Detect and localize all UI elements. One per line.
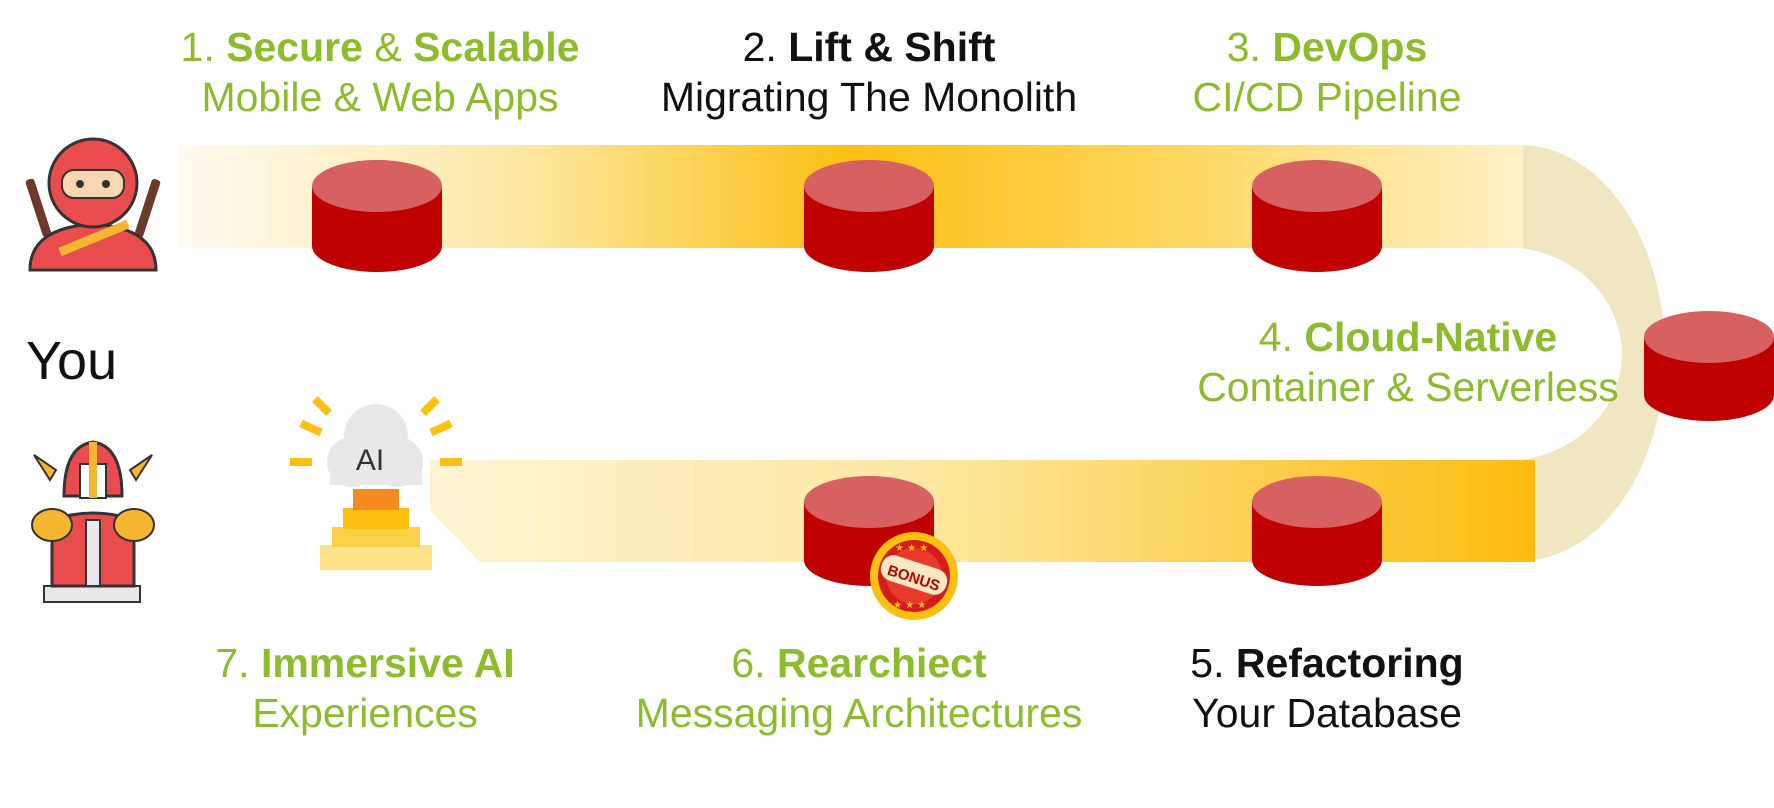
step-1-title-joiner: & — [374, 24, 402, 70]
step-3-subtitle: CI/CD Pipeline — [1192, 74, 1462, 121]
step-7-title: Immersive AI — [260, 640, 515, 686]
step-1-label: 1. Secure & Scalable Mobile & Web Apps — [130, 22, 630, 122]
ai-rays — [290, 396, 462, 466]
step-3-label: 3. DevOps CI/CD Pipeline — [1117, 22, 1537, 122]
step-6-subtitle: Messaging Architectures — [635, 690, 1083, 737]
step-2-number: 2. — [742, 24, 777, 70]
stop-3-cylinder — [1252, 160, 1382, 272]
stop-1-cylinder — [312, 160, 442, 272]
step-5-title: Refactoring — [1235, 640, 1464, 686]
step-3-number: 3. — [1226, 24, 1261, 70]
step-1-subtitle: Mobile & Web Apps — [201, 74, 559, 121]
you-label: You — [26, 331, 118, 391]
step-4-subtitle: Container & Serverless — [1197, 364, 1619, 411]
step-7-number: 7. — [215, 640, 250, 686]
step-2-label: 2. Lift & Shift Migrating The Monolith — [609, 22, 1129, 122]
ai-cloud-pyramid-icon: AI — [290, 396, 462, 570]
svg-text:★ ★ ★: ★ ★ ★ — [895, 543, 928, 554]
step-6-number: 6. — [731, 640, 766, 686]
step-3-title: DevOps — [1272, 24, 1428, 70]
step-1-title-part-b: Scalable — [413, 24, 580, 70]
step-2-subtitle: Migrating The Monolith — [660, 74, 1078, 121]
step-4-label: 4. Cloud-Native Container & Serverless — [1158, 312, 1658, 412]
step-5-label: 5. Refactoring Your Database — [1117, 638, 1537, 738]
track-curve — [1520, 145, 1665, 561]
bonus-badge-icon: BONUS ★ ★ ★ ★ ★ ★ — [870, 532, 958, 620]
armored-warrior-icon — [31, 440, 155, 603]
step-1-title-part-a: Secure — [226, 24, 363, 70]
stop-5-cylinder — [1252, 476, 1382, 586]
step-7-subtitle: Experiences — [252, 690, 478, 737]
step-5-number: 5. — [1190, 640, 1225, 686]
svg-text:★ ★ ★: ★ ★ ★ — [893, 600, 926, 611]
step-7-label: 7. Immersive AI Experiences — [175, 638, 555, 738]
step-2-title: Lift & Shift — [788, 24, 996, 70]
step-4-title: Cloud-Native — [1304, 314, 1558, 360]
stop-4-cylinder — [1644, 311, 1774, 421]
step-4-number: 4. — [1258, 314, 1293, 360]
stop-2-cylinder — [804, 160, 934, 272]
step-5-subtitle: Your Database — [1192, 690, 1462, 737]
step-6-title: Rearchiect — [776, 640, 987, 686]
step-6-label: 6. Rearchiect Messaging Architectures — [589, 638, 1129, 738]
ninja-icon — [25, 137, 161, 272]
ai-label: AI — [356, 444, 384, 477]
step-1-number: 1. — [180, 24, 215, 70]
